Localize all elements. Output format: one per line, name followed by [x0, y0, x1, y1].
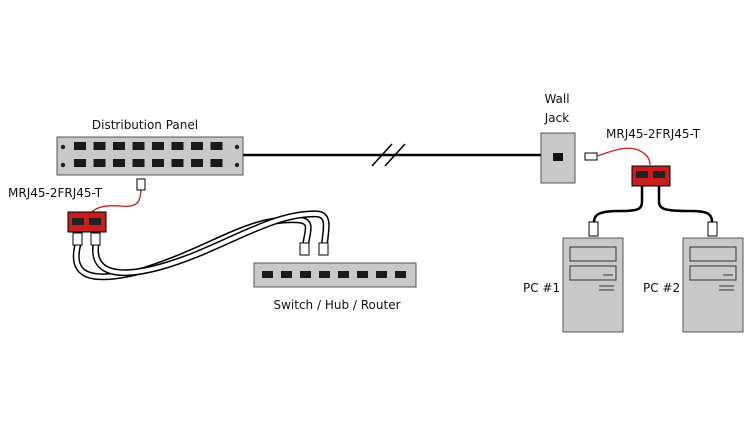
distribution-panel [56, 136, 244, 176]
splitter-left-label: MRJ45-2FRJ45-T [8, 186, 103, 200]
panel-port [132, 142, 145, 150]
switch-port [281, 271, 292, 278]
switch-cables [72, 210, 330, 281]
pc2-tower [682, 237, 744, 333]
splitter-right-label: MRJ45-2FRJ45-T [606, 127, 701, 141]
pc1-tower [562, 237, 624, 333]
panel-port [171, 142, 184, 150]
pc2-label: PC #2 [643, 281, 680, 295]
switch-device [253, 262, 417, 288]
switch-ports [262, 271, 406, 278]
splitter-right [631, 165, 671, 187]
switch-port [376, 271, 387, 278]
panel-port [113, 159, 125, 167]
panel-port [132, 159, 145, 167]
switch-port [300, 271, 311, 278]
splitter-left [67, 211, 107, 246]
switch-port [395, 271, 406, 278]
panel-port [152, 142, 164, 150]
panel-port [74, 142, 86, 150]
panel-port [171, 159, 184, 167]
panel-port [113, 142, 125, 150]
switch-port [319, 271, 330, 278]
pc-cables [588, 186, 718, 237]
wall-jack-patch-plug [584, 152, 598, 161]
panel-port [93, 159, 106, 167]
panel-port [210, 159, 223, 167]
wall-jack-label-line1: Wall [544, 92, 569, 106]
distribution-panel-label: Distribution Panel [92, 118, 198, 132]
panel-port [74, 159, 86, 167]
switch-plugs [299, 242, 329, 256]
panel-port [210, 142, 223, 150]
panel-patch-cable [91, 186, 142, 213]
wall-jack-patch-cable [596, 147, 651, 166]
panel-port [191, 159, 203, 167]
wall-jack-label-line2: Jack [544, 111, 569, 125]
wall-jack [540, 132, 576, 184]
panel-port [152, 159, 164, 167]
panel-ports [74, 142, 223, 167]
switch-port [357, 271, 368, 278]
switch-label: Switch / Hub / Router [273, 298, 400, 312]
panel-patch-plug [136, 178, 146, 191]
switch-port [262, 271, 273, 278]
panel-port [93, 142, 106, 150]
switch-port [338, 271, 349, 278]
cable-break-mark [371, 143, 406, 167]
pc1-label: PC #1 [523, 281, 560, 295]
panel-port [191, 142, 203, 150]
